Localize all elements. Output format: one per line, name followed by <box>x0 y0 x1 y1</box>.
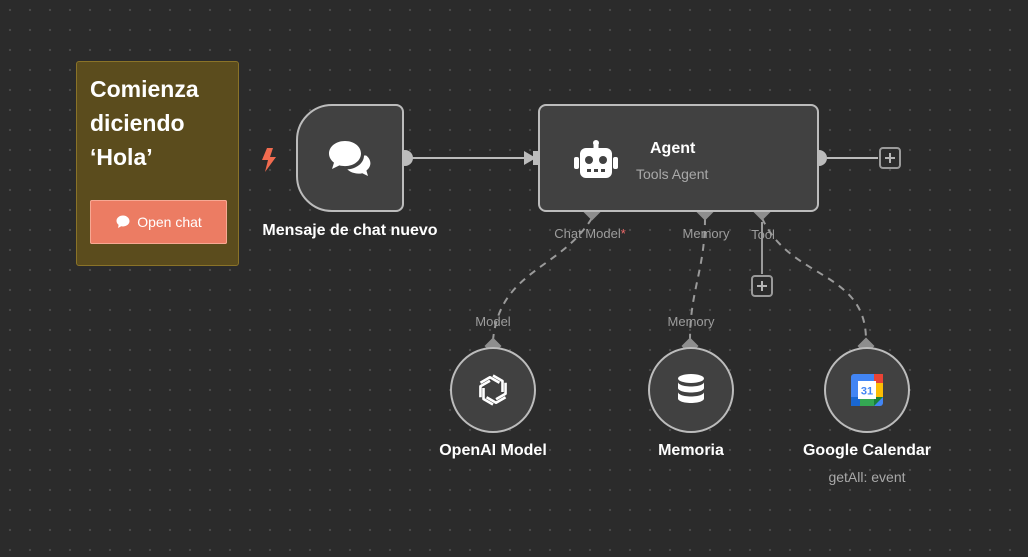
google-calendar-node-sublabel: getAll: event <box>828 469 906 485</box>
tool-connection[interactable] <box>761 217 867 341</box>
google-calendar-node-label: Google Calendar <box>802 442 932 459</box>
memory-node[interactable] <box>648 347 734 433</box>
agent-node-title: Agent <box>650 140 696 157</box>
connection-arrowhead <box>524 151 536 165</box>
memory-port-label: Memory <box>667 314 715 329</box>
openai-model-node[interactable] <box>450 347 536 433</box>
chat-trigger-node-label: Mensaje de chat nuevo <box>262 222 438 239</box>
robot-icon <box>574 140 618 178</box>
memory-connection[interactable] <box>689 217 706 341</box>
open-chat-button[interactable]: Open chat <box>90 200 227 244</box>
agent-memory-port-label: Memory <box>682 226 730 241</box>
sticky-note-title: Comienza diciendo ‘Hola’ <box>90 76 199 170</box>
agent-input-port[interactable] <box>533 151 541 165</box>
chat-trigger-node[interactable] <box>296 104 404 212</box>
agent-node[interactable]: Agent Tools Agent <box>538 104 819 212</box>
agent-tool-port-label: Tool <box>751 227 775 242</box>
open-chat-label: Open chat <box>137 214 202 230</box>
chat-model-connection[interactable] <box>492 217 593 341</box>
add-tool-button[interactable] <box>751 275 773 297</box>
database-icon <box>678 374 704 403</box>
chat-bubbles-icon <box>329 141 371 176</box>
chat-bubble-icon <box>116 215 130 228</box>
agent-node-subtitle: Tools Agent <box>636 166 709 182</box>
trigger-bolt-icon <box>262 148 276 172</box>
openai-model-node-label: OpenAI Model <box>439 442 547 459</box>
memory-node-label: Memoria <box>658 442 724 459</box>
openai-icon <box>479 374 507 406</box>
google-calendar-icon: 31 <box>851 374 883 406</box>
calendar-day-number: 31 <box>861 386 873 398</box>
sticky-note[interactable]: Comienza diciendo ‘Hola’ Open chat <box>76 61 239 266</box>
openai-model-port-label: Model <box>475 314 511 329</box>
agent-chat-model-port-label: Chat Model* <box>554 226 626 241</box>
add-node-after-agent-button[interactable] <box>879 147 901 169</box>
google-calendar-node[interactable]: 31 <box>824 347 910 433</box>
